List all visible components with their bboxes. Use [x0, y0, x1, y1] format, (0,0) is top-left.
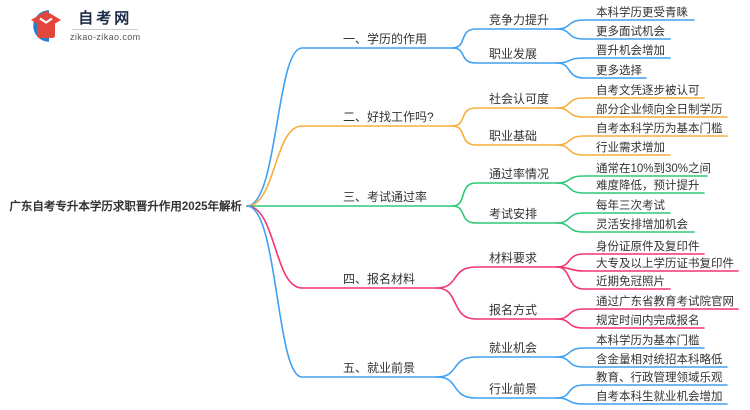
logo-divider	[72, 29, 139, 30]
leaf-label: 身份证原件及复印件	[596, 239, 700, 253]
logo-title: 自考网	[78, 10, 133, 27]
leaf-label: 本科学历更受青睐	[596, 5, 688, 19]
subtopic-label: 职业发展	[489, 46, 537, 61]
leaf-label: 难度降低，预计提升	[596, 178, 700, 192]
leaf-label: 通过广东省教育考试院官网	[596, 294, 734, 308]
leaf-label: 大专及以上学历证书复印件	[596, 256, 734, 270]
branch-1-label: 一、学历的作用	[343, 31, 427, 46]
leaf-label: 规定时间内完成报名	[596, 313, 700, 327]
leaf-label: 通常在10%到30%之间	[596, 161, 711, 175]
leaf-label: 自考文凭逐步被认可	[596, 83, 700, 97]
leaf-label: 本科学历为基本门槛	[596, 333, 700, 347]
leaf-label: 含金量相对统招本科略低	[596, 352, 723, 366]
branch-5-label: 五、就业前景	[343, 360, 415, 375]
logo-domain: zikao-zikao.com	[70, 32, 141, 42]
leaf-label: 近期免冠照片	[596, 274, 665, 288]
subtopic-label: 通过率情况	[489, 166, 549, 181]
leaf-label: 灵活安排增加机会	[596, 217, 688, 231]
branch-5-lines	[246, 205, 728, 405]
leaf-label: 每年三次考试	[596, 198, 665, 212]
subtopic-label: 考试安排	[489, 206, 537, 221]
leaf-label: 自考本科生就业机会增加	[596, 389, 723, 403]
branch-2-label: 二、好找工作吗?	[343, 110, 434, 124]
subtopic-label: 职业基础	[489, 129, 537, 143]
leaf-label: 晋升机会增加	[596, 43, 665, 57]
branch-4-lines	[246, 205, 739, 329]
leaf-label: 更多面试机会	[596, 24, 665, 38]
central-topic: 广东自考专升本学历求职晋升作用2025年解析	[9, 199, 242, 213]
branch-2-lines	[246, 97, 728, 207]
subtopic-label: 报名方式	[489, 302, 537, 317]
subtopic-label: 就业机会	[489, 341, 537, 355]
leaf-label: 行业需求增加	[596, 140, 665, 154]
subtopic-label: 材料要求	[489, 251, 537, 265]
branch-1-lines	[246, 19, 695, 207]
leaf-label: 教育、行政管理领域乐观	[596, 370, 723, 384]
branch-4-label: 四、报名材料	[343, 271, 415, 286]
leaf-label: 部分企业倾向全日制学历	[596, 102, 723, 116]
branch-3-label: 三、考试通过率	[343, 189, 427, 204]
leaf-label: 更多选择	[596, 63, 642, 77]
branch-3-lines	[246, 175, 708, 233]
subtopic-label: 社会认可度	[489, 91, 549, 106]
graduation-cap-icon	[31, 10, 61, 42]
site-logo: 自考网 zikao-zikao.com	[29, 9, 141, 43]
subtopic-label: 竞争力提升	[489, 12, 549, 27]
leaf-label: 自考本科学历为基本门槛	[596, 121, 723, 135]
subtopic-label: 行业前景	[489, 381, 537, 396]
